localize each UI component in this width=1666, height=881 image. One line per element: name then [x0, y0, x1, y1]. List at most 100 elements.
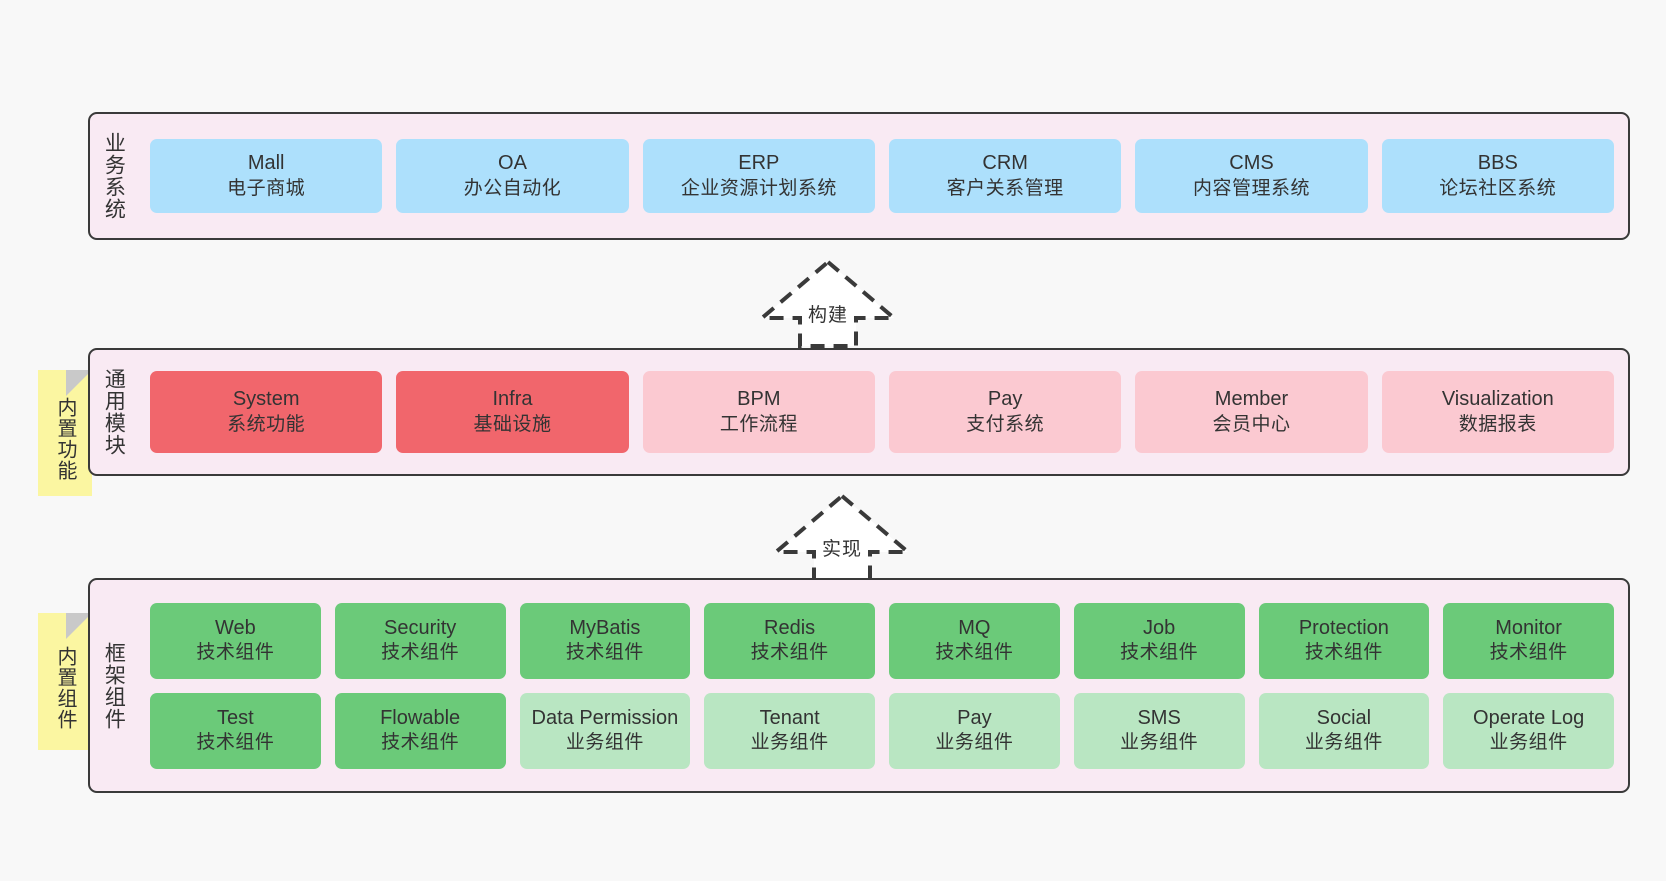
section-body-framework-component: Web 技术组件 Security 技术组件 MyBatis 技术组件 Redi… — [136, 580, 1628, 791]
card-title-en: Flowable — [380, 706, 461, 729]
card-title-en: ERP — [738, 152, 780, 175]
card-title-en: OA — [498, 152, 527, 175]
section-framework-component: 框架组件 Web 技术组件 Security 技术组件 MyBatis 技术组件… — [88, 578, 1630, 793]
card-title-en: MyBatis — [569, 616, 641, 639]
card-title-cn: 电子商城 — [227, 177, 306, 199]
card-title-en: Mall — [247, 152, 285, 175]
card-bpm[interactable]: BPM 工作流程 — [642, 371, 875, 453]
section-body-business-system: Mall 电子商城 OA 办公自动化 ERP 企业资源计划系统 CRM 客户关系… — [136, 114, 1628, 238]
card-title-cn: 工作流程 — [719, 413, 798, 435]
card-title-cn: 支付系统 — [966, 413, 1045, 435]
card-redis[interactable]: Redis 技术组件 — [704, 602, 875, 679]
card-title-cn: 业务组件 — [935, 732, 1014, 754]
card-title-cn: 技术组件 — [196, 642, 275, 664]
section-common-module: 通用模块 System 系统功能 Infra 基础设施 BPM 工作流程 Pay… — [88, 348, 1630, 476]
card-title-en: System — [232, 388, 300, 411]
card-security[interactable]: Security 技术组件 — [334, 602, 506, 679]
sticky-note-builtin-component: 内置组件 — [38, 613, 92, 750]
card-social[interactable]: Social 业务组件 — [1258, 692, 1430, 769]
card-title-en: SMS — [1137, 706, 1181, 729]
card-mybatis[interactable]: MyBatis 技术组件 — [519, 602, 691, 679]
card-system[interactable]: System 系统功能 — [150, 371, 383, 453]
card-sms[interactable]: SMS 业务组件 — [1073, 692, 1245, 769]
card-title-en: Protection — [1298, 616, 1389, 639]
card-title-cn: 企业资源计划系统 — [680, 177, 837, 199]
card-title-cn: 技术组件 — [1120, 642, 1199, 664]
section-label-business-system: 业务系统 — [102, 132, 126, 220]
card-title-en: CRM — [982, 152, 1028, 175]
card-title-cn: 业务组件 — [750, 732, 829, 754]
card-title-cn: 业务组件 — [1120, 732, 1199, 754]
card-title-en: Test — [217, 706, 254, 729]
card-title-cn: 数据报表 — [1458, 413, 1537, 435]
card-title-cn: 技术组件 — [381, 642, 460, 664]
section-label-common-module: 通用模块 — [102, 368, 126, 456]
card-visualization[interactable]: Visualization 数据报表 — [1381, 371, 1614, 453]
card-title-en: Member — [1214, 388, 1289, 411]
sticky-note-text: 内置功能 — [54, 397, 76, 481]
card-oa[interactable]: OA 办公自动化 — [396, 139, 629, 213]
connector-build: 构建 — [756, 258, 900, 348]
card-pay-component[interactable]: Pay 业务组件 — [889, 692, 1060, 769]
arrow-up-dashed-icon — [770, 493, 914, 582]
card-title-en: Pay — [987, 388, 1023, 411]
section-label-framework-component: 框架组件 — [102, 641, 126, 730]
card-infra[interactable]: Infra 基础设施 — [396, 371, 629, 453]
card-title-cn: 业务组件 — [565, 732, 644, 754]
card-title-en: Tenant — [759, 706, 820, 729]
section-body-common-module: System 系统功能 Infra 基础设施 BPM 工作流程 Pay 支付系统… — [136, 350, 1628, 474]
card-row: System 系统功能 Infra 基础设施 BPM 工作流程 Pay 支付系统… — [150, 371, 1614, 453]
card-test[interactable]: Test 技术组件 — [150, 692, 321, 769]
card-mall[interactable]: Mall 电子商城 — [150, 139, 383, 213]
card-title-cn: 客户关系管理 — [946, 177, 1064, 199]
card-title-en: MQ — [958, 616, 991, 639]
card-monitor[interactable]: Monitor 技术组件 — [1443, 602, 1614, 679]
card-row: Mall 电子商城 OA 办公自动化 ERP 企业资源计划系统 CRM 客户关系… — [150, 139, 1614, 213]
card-title-cn: 技术组件 — [565, 642, 644, 664]
card-operate-log[interactable]: Operate Log 业务组件 — [1443, 692, 1614, 769]
card-title-cn: 技术组件 — [196, 732, 275, 754]
card-title-cn: 办公自动化 — [463, 177, 562, 199]
card-job[interactable]: Job 技术组件 — [1073, 602, 1245, 679]
card-title-cn: 技术组件 — [935, 642, 1014, 664]
card-title-cn: 论坛社区系统 — [1439, 177, 1557, 199]
card-title-cn: 内容管理系统 — [1192, 177, 1310, 199]
card-title-cn: 技术组件 — [381, 732, 460, 754]
card-title-cn: 基础设施 — [473, 413, 552, 435]
card-title-en: Redis — [764, 616, 816, 639]
card-protection[interactable]: Protection 技术组件 — [1258, 602, 1430, 679]
card-title-en: Security — [384, 616, 457, 639]
card-row: Test 技术组件 Flowable 技术组件 Data Permission … — [150, 692, 1614, 769]
card-title-en: Operate Log — [1473, 706, 1585, 729]
card-title-cn: 系统功能 — [227, 413, 306, 435]
card-member[interactable]: Member 会员中心 — [1135, 371, 1368, 453]
card-title-en: BBS — [1477, 152, 1518, 175]
card-data-permission[interactable]: Data Permission 业务组件 — [519, 692, 691, 769]
card-mq[interactable]: MQ 技术组件 — [889, 602, 1060, 679]
card-title-cn: 技术组件 — [1304, 642, 1383, 664]
card-tenant[interactable]: Tenant 业务组件 — [704, 692, 875, 769]
card-crm[interactable]: CRM 客户关系管理 — [888, 139, 1122, 213]
card-cms[interactable]: CMS 内容管理系统 — [1135, 139, 1368, 213]
card-row: Web 技术组件 Security 技术组件 MyBatis 技术组件 Redi… — [150, 602, 1614, 679]
card-title-en: Data Permission — [531, 706, 679, 729]
card-title-en: Visualization — [1441, 388, 1554, 411]
card-title-en: Job — [1143, 616, 1176, 639]
card-title-en: Infra — [492, 388, 533, 411]
card-pay[interactable]: Pay 支付系统 — [888, 371, 1122, 453]
card-title-en: Web — [214, 616, 256, 639]
card-title-cn: 业务组件 — [1489, 732, 1568, 754]
sticky-note-builtin-function: 内置功能 — [38, 370, 92, 496]
card-title-en: Pay — [957, 706, 992, 729]
card-bbs[interactable]: BBS 论坛社区系统 — [1381, 139, 1614, 213]
card-flowable[interactable]: Flowable 技术组件 — [334, 692, 506, 769]
card-web[interactable]: Web 技术组件 — [150, 602, 321, 679]
card-title-cn: 会员中心 — [1212, 413, 1291, 435]
card-erp[interactable]: ERP 企业资源计划系统 — [642, 139, 875, 213]
arrow-up-dashed-icon — [756, 259, 900, 348]
card-title-en: BPM — [737, 388, 781, 411]
section-business-system: 业务系统 Mall 电子商城 OA 办公自动化 ERP 企业资源计划系统 CRM… — [88, 112, 1630, 240]
card-title-cn: 技术组件 — [1489, 642, 1568, 664]
sticky-note-text: 内置组件 — [54, 645, 76, 730]
